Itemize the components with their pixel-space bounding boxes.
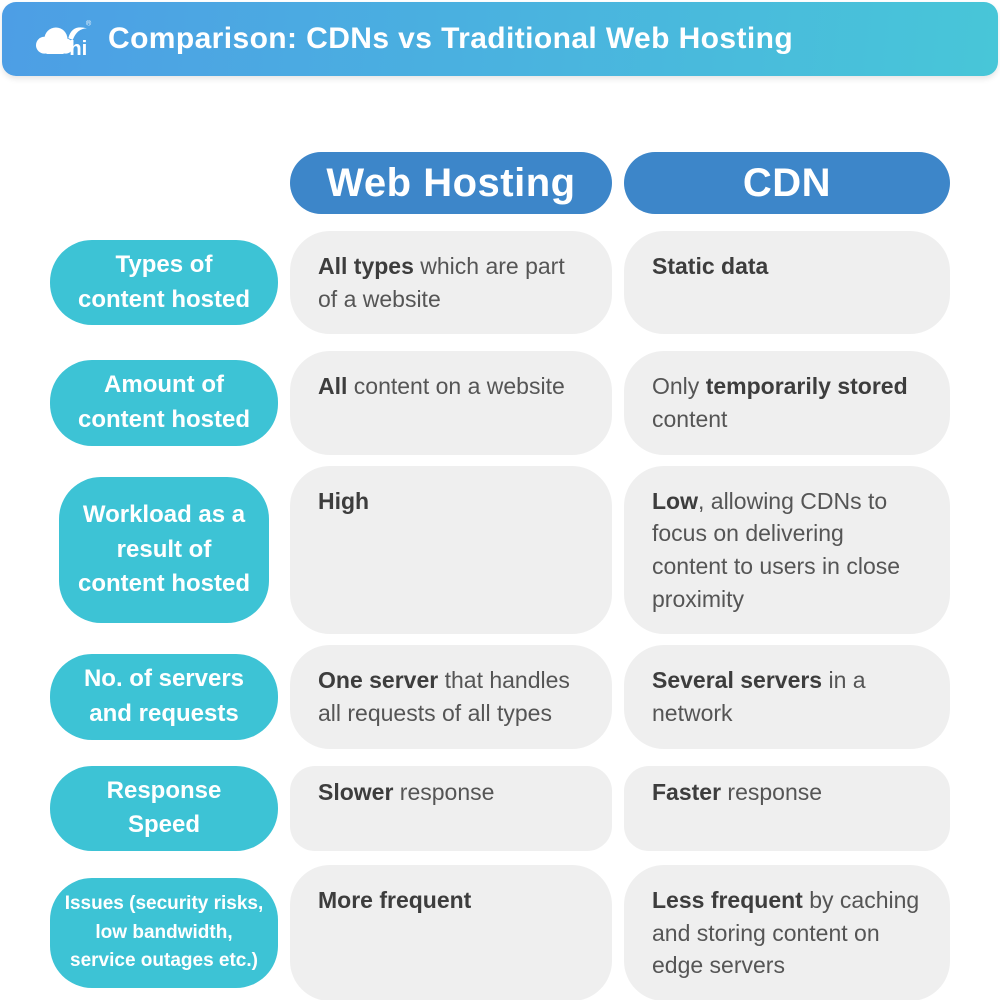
cell-cdn-speed: Faster response	[624, 765, 950, 852]
cell-cdn-workload: Low, allowing CDNs to focus on deliverin…	[624, 465, 950, 635]
row-label-issues: Issues (security risks, low bandwidth, s…	[50, 878, 278, 988]
logo-hi-text: hi	[69, 38, 87, 60]
table-row-types-of-content: Types of content hosted All types which …	[50, 231, 950, 335]
comparison-table: Web Hosting CDN Types of content hosted …	[50, 152, 950, 1000]
column-header-row: Web Hosting CDN	[50, 152, 950, 214]
row-label-types-of-content: Types of content hosted	[50, 239, 278, 326]
cell-cdn-amount: Only temporarily stored content	[624, 351, 950, 455]
column-header-web-hosting: Web Hosting	[290, 152, 612, 214]
table-row-amount-of-content: Amount of content hosted All content on …	[50, 351, 950, 455]
row-label-workload: Workload as a result of content hosted	[59, 476, 269, 624]
column-header-spacer	[50, 152, 278, 214]
column-header-cdn: CDN	[624, 152, 950, 214]
row-label-amount-of-content: Amount of content hosted	[50, 360, 278, 446]
table-row-response-speed: Response Speed Slower response Faster re…	[50, 765, 950, 852]
row-label-response-speed: Response Speed	[50, 765, 278, 852]
header-bar: hi ® Comparison: CDNs vs Traditional Web…	[2, 2, 998, 76]
table-row-issues: Issues (security risks, low bandwidth, s…	[50, 865, 950, 1000]
cell-web-hosting-issues: More frequent	[290, 865, 612, 1000]
cell-web-hosting-servers: One server that handles all requests of …	[290, 645, 612, 749]
cell-cdn-types: Static data	[624, 231, 950, 335]
cloud-hi-logo-icon: hi ®	[35, 20, 92, 60]
table-row-servers-requests: No. of servers and requests One server t…	[50, 645, 950, 749]
cell-cdn-issues: Less frequent by caching and storing con…	[624, 865, 950, 1000]
cell-web-hosting-speed: Slower response	[290, 765, 612, 852]
page-title: Comparison: CDNs vs Traditional Web Host…	[108, 22, 794, 55]
row-label-servers-requests: No. of servers and requests	[50, 654, 278, 740]
cell-web-hosting-workload: High	[290, 465, 612, 635]
cell-cdn-servers: Several servers in a network	[624, 645, 950, 749]
cell-web-hosting-amount: All content on a website	[290, 351, 612, 455]
cell-web-hosting-types: All types which are part of a website	[290, 231, 612, 335]
registered-mark: ®	[86, 20, 92, 28]
table-row-workload: Workload as a result of content hosted H…	[50, 465, 950, 635]
